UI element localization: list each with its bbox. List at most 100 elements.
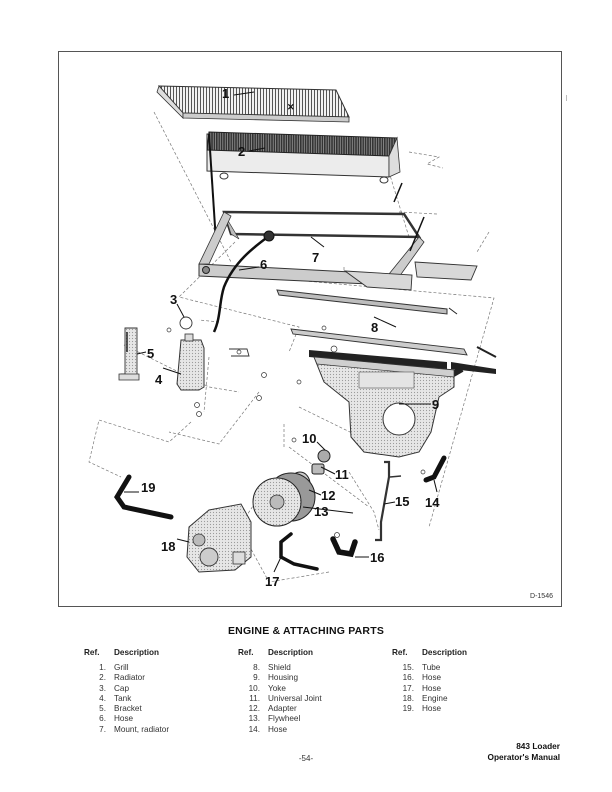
parts-table-row: 17. Hose — [392, 684, 467, 694]
ref-header: Ref. — [84, 648, 100, 657]
parts-table-row: 12.Adapter — [238, 704, 322, 714]
figure-id: D-1546 — [530, 593, 553, 600]
part-description: Hose — [422, 683, 442, 693]
part-ref: 9. — [253, 673, 260, 683]
parts-table-title: ENGINE & ATTACHING PARTS — [227, 625, 385, 637]
svg-text:✕: ✕ — [287, 102, 295, 112]
description-header: Description — [422, 648, 468, 657]
part-bracket — [118, 327, 140, 381]
part-housing — [313, 356, 455, 458]
callout-17: 17 — [265, 574, 279, 589]
part-description: Cap — [114, 683, 130, 693]
callout-14: 14 — [425, 495, 440, 510]
part-ref: 7. — [99, 724, 106, 734]
callout-4: 4 — [155, 372, 163, 387]
part-strips — [290, 328, 497, 380]
callout-18: 18 — [161, 539, 175, 554]
manual-title-line-1: 843 Loader — [516, 741, 560, 751]
description-header: Description — [268, 648, 314, 657]
part-ref: 11. — [249, 693, 260, 703]
callout-19: 19 — [141, 480, 155, 495]
column-header: Ref. Description — [84, 648, 169, 657]
part-ref: 14. — [248, 724, 260, 734]
part-ref: 19. — [402, 704, 414, 714]
callout-2: 2 — [238, 144, 245, 159]
part-ref: 3. — [99, 683, 106, 693]
part-ref: 16. — [402, 673, 414, 683]
part-engine — [186, 503, 252, 573]
manual-title: 843 Loader Operator's Manual — [487, 741, 560, 763]
column-header: Ref. Description — [392, 648, 467, 657]
part-ref: 10. — [248, 683, 260, 693]
scan-edge-mark — [566, 95, 567, 101]
part-grill: ✕ — [156, 85, 350, 123]
part-description: Hose — [422, 673, 442, 683]
part-description: Shield — [268, 663, 291, 672]
parts-table-row: 18.Engine — [392, 694, 467, 704]
parts-table-row: 8. Shield — [238, 663, 322, 673]
callout-1: 1 — [222, 86, 229, 101]
part-description: Tank — [114, 693, 132, 703]
part-ref: 8. — [253, 663, 260, 672]
part-description: Hose — [422, 704, 442, 714]
parts-table-row: 15.Tube — [392, 663, 467, 673]
part-description: Bracket — [114, 704, 142, 714]
exploded-diagram-frame: ✕ — [58, 51, 562, 607]
part-description: Mount, radiator — [114, 724, 170, 734]
part-ref: 5. — [99, 704, 106, 714]
parts-table-row: 19. Hose — [392, 704, 467, 714]
part-radiator — [206, 131, 401, 243]
part-side-shields — [343, 261, 478, 291]
manual-title-line-2: Operator's Manual — [487, 752, 560, 762]
callout-3: 3 — [170, 292, 177, 307]
callout-leader-lines — [124, 91, 438, 573]
column-header: Ref. Description — [238, 648, 322, 657]
ref-header: Ref. — [392, 648, 408, 657]
callout-6: 6 — [260, 257, 267, 272]
callout-15: 15 — [395, 494, 409, 509]
part-shield — [276, 289, 458, 315]
parts-table-row: 10. Yoke — [238, 684, 322, 694]
callout-5: 5 — [147, 346, 154, 361]
parts-table-row: 4. Tank — [84, 694, 169, 704]
part-description: Hose — [268, 724, 288, 734]
part-tank — [176, 333, 205, 391]
parts-table-row: 13.Flywheel — [238, 714, 322, 724]
part-clip — [229, 348, 250, 357]
part-description: Yoke — [268, 683, 286, 693]
callout-9: 9 — [432, 397, 439, 412]
part-yoke — [317, 449, 331, 463]
part-description: Grill — [114, 663, 129, 672]
part-hose-16 — [330, 536, 358, 558]
part-description: Hose — [114, 714, 134, 724]
parts-table-row: 3. Cap — [84, 684, 169, 694]
ref-header: Ref. — [238, 648, 254, 657]
part-hose-6 — [212, 230, 275, 333]
part-description: Flywheel — [268, 714, 301, 724]
part-ref: 2. — [99, 673, 106, 683]
exploded-parts-diagram: ✕ — [88, 85, 497, 589]
part-ref: 18. — [402, 693, 414, 703]
part-ref: 17. — [402, 683, 414, 693]
part-description: Universal Joint — [268, 693, 322, 703]
part-tube — [375, 460, 402, 542]
callout-7: 7 — [312, 250, 319, 265]
page-number: -54- — [298, 754, 314, 763]
callout-13: 13 — [314, 504, 328, 519]
part-ref: 1. — [99, 663, 106, 672]
parts-table-row: 9.Housing — [238, 673, 322, 683]
part-description: Tube — [422, 663, 441, 672]
description-header: Description — [114, 648, 160, 657]
callout-12: 12 — [321, 488, 335, 503]
parts-table-row: 1. Grill — [84, 663, 169, 673]
part-hose-19 — [114, 474, 174, 520]
parts-table-row: 2.Radiator — [84, 673, 169, 683]
part-hose-17 — [279, 532, 319, 571]
parts-table-row: 16. Hose — [392, 673, 467, 683]
part-cap — [179, 316, 193, 330]
part-ref: 4. — [99, 693, 106, 703]
part-flywheel — [252, 472, 316, 527]
part-description: Adapter — [268, 704, 297, 714]
